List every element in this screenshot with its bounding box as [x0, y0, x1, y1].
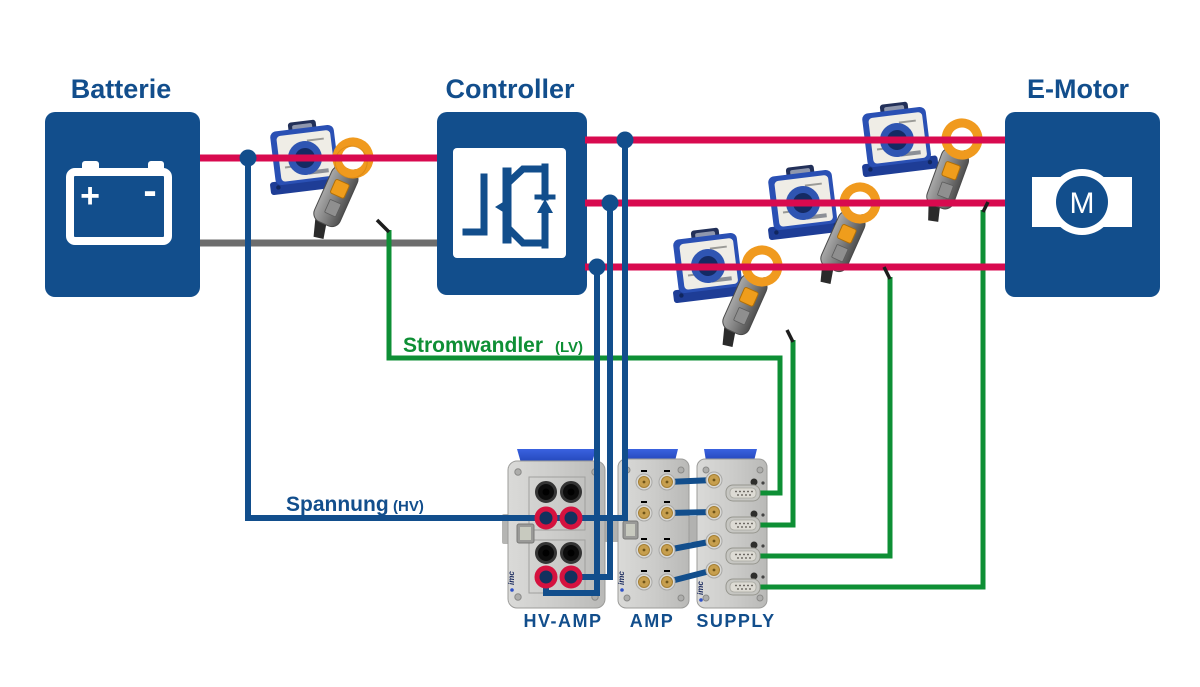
hv-amp-sockets — [534, 481, 583, 589]
tap-dot-battery — [239, 149, 257, 167]
banana-sockets-red — [534, 506, 583, 589]
tap-dot-phase1 — [616, 131, 634, 149]
lemo-connector — [658, 573, 676, 591]
imc-logo-supply: imc — [696, 581, 705, 595]
amp-label: AMP — [630, 611, 675, 631]
battery-title: Batterie — [71, 74, 172, 104]
banana-sockets-black — [535, 481, 582, 564]
lemo-ticks — [641, 470, 670, 572]
lemo-connector — [705, 471, 723, 489]
imc-logo-amp: imc — [617, 571, 626, 585]
tap-dots — [239, 131, 634, 276]
phase2-tap-wire — [571, 203, 613, 580]
lemo-connector — [635, 504, 653, 522]
supply-label: SUPPLY — [696, 611, 775, 631]
controller-title: Controller — [445, 74, 574, 104]
current-clamp-phase3 — [722, 245, 783, 348]
spannung-label: Spannung — [286, 493, 389, 516]
dsub-connector-4 — [725, 572, 765, 596]
lemo-connector — [635, 473, 653, 491]
module-hv-amp: imc — [507, 449, 606, 609]
motor-letter: M — [1070, 187, 1095, 220]
green-line-phase1-clamp — [758, 210, 986, 590]
motor-block: M — [1005, 112, 1160, 297]
lemo-connector — [635, 573, 653, 591]
motor-title: E-Motor — [1027, 74, 1129, 104]
hv-amp-label: HV-AMP — [523, 611, 602, 631]
amp-lemo-connectors — [635, 470, 676, 591]
lemo-connector — [705, 561, 723, 579]
lemo-connector — [705, 503, 723, 521]
module-amp: imc — [617, 449, 690, 609]
green-line-phase2-clamp — [758, 277, 893, 559]
dsub-connector-3 — [725, 541, 765, 565]
controller-block — [437, 112, 587, 295]
stromwandler-label-suffix: (LV) — [555, 339, 583, 356]
current-clamps — [313, 118, 983, 348]
supply-connectors — [705, 471, 765, 596]
current-clamp-battery — [313, 137, 374, 240]
lemo-connector — [658, 504, 676, 522]
battery-block: + - — [45, 112, 200, 297]
tap-dot-phase2 — [601, 194, 619, 212]
imc-logo-hv-amp: imc — [507, 571, 516, 585]
dsub-connector-2 — [725, 510, 765, 534]
current-clamp-phase2 — [820, 182, 881, 285]
module-labels: HV-AMP AMP SUPPLY — [523, 611, 775, 631]
lemo-connector — [658, 473, 676, 491]
dsub-connector-1 — [725, 478, 765, 502]
battery-plus-sign: + — [80, 177, 100, 215]
lemo-connector — [635, 541, 653, 559]
motor-icon: M — [1032, 169, 1132, 235]
battery-icon: + - — [66, 161, 172, 245]
hv-voltage-wire — [245, 140, 628, 521]
igbt-icon — [462, 163, 556, 249]
clamp-cables — [375, 201, 990, 343]
spannung-label-suffix: (HV) — [393, 498, 424, 515]
current-clamp-phase1 — [926, 118, 983, 222]
lemo-connector — [705, 532, 723, 550]
stromwandler-label: Stromwandler — [403, 334, 543, 357]
tap-dot-phase3 — [588, 258, 606, 276]
lemo-connector — [658, 541, 676, 559]
battery-minus-sign: - — [143, 169, 156, 213]
signal-labels: Stromwandler (LV) Spannung (HV) — [286, 334, 583, 516]
